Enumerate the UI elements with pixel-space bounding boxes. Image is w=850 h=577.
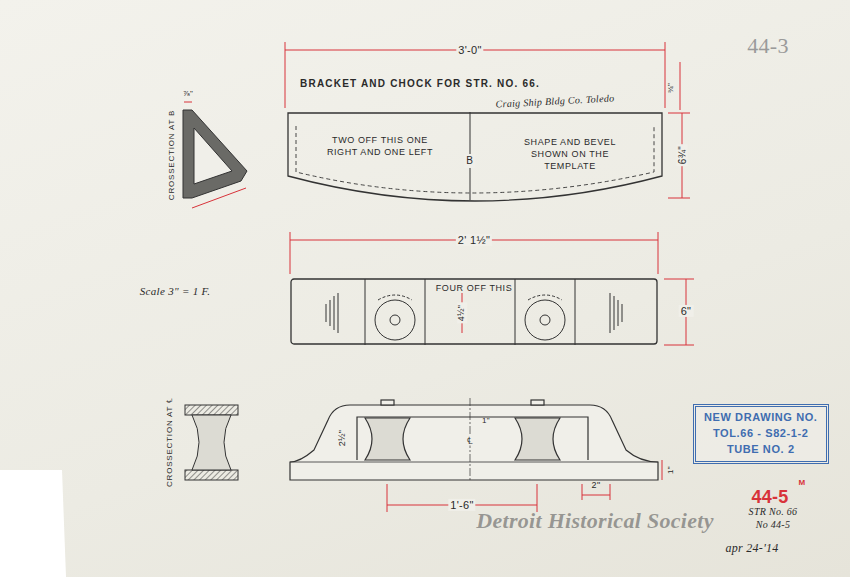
chock-plan-details-part <box>610 293 611 333</box>
dimension: 3'-0" <box>456 44 483 56</box>
handwritten-note: No 44-5 <box>756 519 791 530</box>
centreline-mark: ℄ <box>465 435 475 446</box>
crossection-centre-part <box>192 415 231 470</box>
scale-note: Scale 3" = 1 F. <box>140 285 210 297</box>
dimension-lines-part <box>184 102 192 103</box>
paper-edge <box>0 470 66 577</box>
stamp-text: TUBE NO. 2 <box>704 442 818 458</box>
dimension-lines-part <box>610 484 611 500</box>
chock-plan-details <box>326 279 622 345</box>
chock-plan-details-part <box>390 315 400 325</box>
chock-plan-details-part <box>330 300 331 326</box>
dimension-lines-part <box>290 232 291 274</box>
stamp-letter: M <box>799 479 806 488</box>
dimension-lines-part <box>582 495 610 496</box>
dimension: ⅞" <box>183 90 193 99</box>
chock-plan-details-part <box>515 279 516 345</box>
chock-elevation-part <box>515 418 560 460</box>
dimension-lines-part <box>582 484 583 500</box>
dimension-lines-part <box>387 484 388 512</box>
builder-note: Craig Ship Bldg Co. Toledo <box>495 92 614 109</box>
chock-plan-details-part <box>528 295 562 300</box>
chock-plan-details-part <box>614 296 615 330</box>
archive-number: 44-5 <box>751 488 788 508</box>
section-label: CROSSECTION AT B <box>168 110 177 200</box>
note-text: SHAPE AND BEVEL SHOWN ON THE TEMPLATE <box>506 136 634 172</box>
dimension: 2½" <box>338 430 348 447</box>
chock-plan: FOUR OFF THIS <box>290 278 658 345</box>
chock-elevation-part <box>381 400 394 405</box>
drawing-title: BRACKET AND CHOCK FOR STR. NO. 66. <box>300 78 540 89</box>
bracket-details-part <box>296 126 654 193</box>
dimension-lines-part <box>664 279 694 280</box>
dimension-lines-part <box>680 62 681 110</box>
chock-elevation-part <box>290 405 658 480</box>
chock-plan-details-part <box>575 279 576 345</box>
crossection-b <box>183 110 247 198</box>
chock-elevation-part <box>365 418 410 460</box>
dimension: 6¾" <box>677 144 688 166</box>
chock-elevation-part <box>531 400 544 405</box>
bracket-details <box>296 112 654 200</box>
crossection-b-part <box>194 128 232 184</box>
chock-plan-details-part <box>622 304 623 322</box>
dimension: 2' 1½" <box>456 234 492 246</box>
note-text: FOUR OFF THIS <box>436 282 513 294</box>
watermark: Detroit Historical Society <box>476 509 714 533</box>
chock-elevation <box>290 398 658 482</box>
bracket-outline-path <box>288 113 662 201</box>
dimension: ¾" <box>667 83 676 93</box>
section-label: CROSSECTION AT ℄ <box>166 397 175 487</box>
archive-number: 44-3 <box>747 34 789 58</box>
dimension-lines-part <box>665 42 666 108</box>
chock-plan-details-part <box>540 315 550 325</box>
chock-plan-details-part <box>326 304 327 322</box>
dimension: 4½" <box>457 303 467 324</box>
handwritten-note: STR No. 66 <box>749 506 798 517</box>
dimension-lines-part <box>537 484 538 512</box>
dimension: 2" <box>592 481 601 491</box>
note-text: TWO OFF THIS ONE RIGHT AND ONE LEFT <box>321 134 439 158</box>
chock-elevation-part <box>357 417 588 460</box>
dimension: 1" <box>482 417 490 426</box>
dimension-lines-part <box>664 345 694 346</box>
dimension-lines-part <box>285 42 286 108</box>
crossection-centre-part <box>185 405 238 415</box>
date-note: apr 24-'14 <box>725 542 778 555</box>
chock-plan-details-part <box>365 279 366 345</box>
dimension: 6" <box>679 305 694 317</box>
bracket-elevation: TWO OFF THIS ONE RIGHT AND ONE LEFT B SHAP… <box>285 112 665 204</box>
stamp-text: TOL.66 - S82-1-2 <box>704 426 818 442</box>
chock-elevation-part <box>290 462 658 463</box>
chock-plan-details-part <box>375 300 415 340</box>
chock-plan-details-part <box>425 279 426 345</box>
dimension-lines-part <box>668 198 690 199</box>
stamp-box: NEW DRAWING NO.TOL.66 - S82-1-2TUBE NO. … <box>693 404 829 464</box>
dimension-lines-part <box>662 460 663 480</box>
dimension: 1" <box>667 466 676 474</box>
stamp-text: NEW DRAWING NO. <box>704 410 818 426</box>
chock-plan-details-part <box>334 296 335 330</box>
crossection-b-part <box>183 110 247 198</box>
chock-plan-outline-rect <box>291 279 657 344</box>
dimension-lines-part <box>658 232 659 274</box>
crossection-centre <box>185 405 238 480</box>
dimension-lines <box>184 42 694 512</box>
dimension-lines-part <box>668 113 690 114</box>
crossection-centre-part <box>185 470 238 480</box>
note-text: B <box>464 154 475 168</box>
chock-plan-details-part <box>378 295 412 300</box>
dimension: 1'-6" <box>448 499 475 511</box>
chock-plan-details-part <box>338 293 339 333</box>
chock-plan-details-part <box>525 300 565 340</box>
chock-plan-details-part <box>618 300 619 326</box>
